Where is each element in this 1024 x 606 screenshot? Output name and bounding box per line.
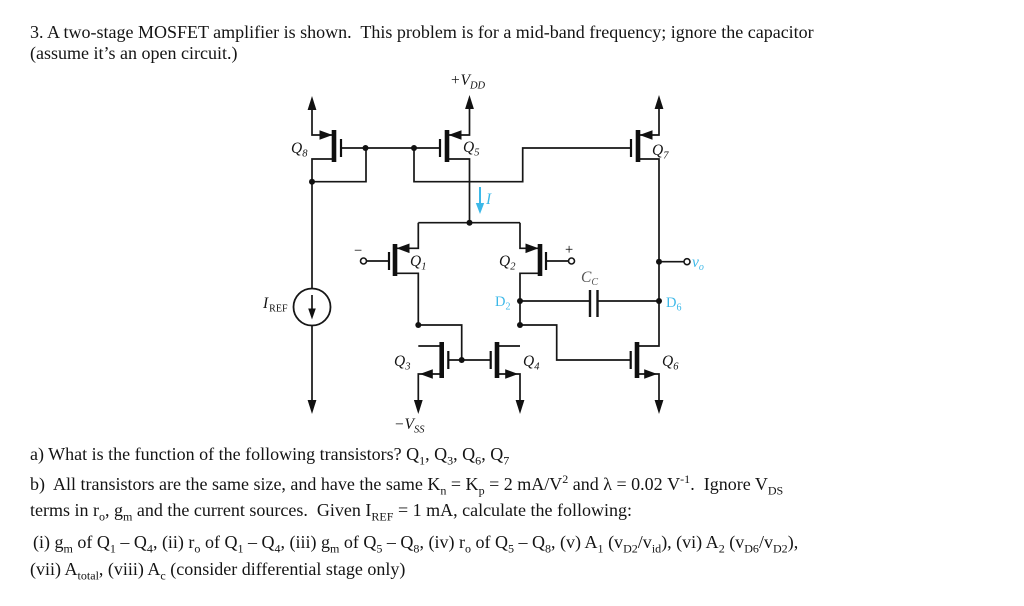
inverting-input-terminal bbox=[359, 257, 368, 265]
node-d2-label: D2 bbox=[495, 294, 510, 313]
question-parts-line1: (i) gm of Q1 – Q4, (ii) ro of Q1 – Q4, (… bbox=[33, 532, 799, 556]
vss-rail-arrows bbox=[307, 400, 664, 414]
transistor-q7 bbox=[629, 130, 653, 162]
label-q8: Q8 bbox=[291, 140, 308, 160]
noninverting-input-terminal bbox=[567, 257, 576, 265]
question-parts-line2: (vii) Atotal, (viii) Ac (consider differ… bbox=[30, 559, 406, 583]
transistor-q4 bbox=[489, 342, 519, 379]
label-q4: Q4 bbox=[523, 353, 540, 373]
transistor-q6 bbox=[629, 342, 658, 379]
problem-intro-line2: (assume it’s an open circuit.) bbox=[30, 43, 238, 63]
iref-current-source bbox=[292, 287, 332, 327]
label-q1: Q1 bbox=[410, 253, 426, 273]
question-a: a) What is the function of the following… bbox=[30, 444, 510, 468]
label-q7: Q7 bbox=[652, 142, 669, 162]
vdd-label: +VDD bbox=[450, 72, 486, 92]
noninverting-input-sign: + bbox=[565, 242, 573, 258]
vo-label: vo bbox=[692, 254, 704, 273]
label-q5: Q5 bbox=[463, 139, 479, 159]
transistor-q2 bbox=[525, 243, 548, 276]
iref-label: IREF bbox=[262, 295, 288, 315]
cc-label: CC bbox=[581, 269, 598, 288]
connection-nodes bbox=[309, 145, 662, 363]
output-terminal bbox=[683, 257, 691, 266]
transistor-q8 bbox=[319, 130, 343, 162]
bias-current-label: I bbox=[485, 191, 492, 208]
label-q2: Q2 bbox=[499, 253, 516, 273]
transistor-q1 bbox=[387, 243, 410, 276]
inverting-input-sign: − bbox=[354, 243, 362, 259]
transistor-q3 bbox=[419, 342, 450, 379]
problem-intro-line1: 3. A two-stage MOSFET amplifier is shown… bbox=[30, 22, 814, 42]
vdd-rail-arrows bbox=[307, 95, 664, 110]
bias-current-arrow bbox=[475, 187, 485, 214]
question-b-line1: b) All transistors are the same size, an… bbox=[30, 472, 784, 498]
label-q6: Q6 bbox=[662, 353, 679, 373]
compensation-capacitor bbox=[588, 290, 599, 317]
question-b-line2: terms in ro, gm and the current sources.… bbox=[30, 500, 633, 524]
vss-label: −VSS bbox=[394, 416, 425, 436]
node-d6-label: D6 bbox=[666, 295, 681, 314]
transistor-q5 bbox=[438, 130, 462, 162]
label-q3: Q3 bbox=[394, 353, 410, 373]
